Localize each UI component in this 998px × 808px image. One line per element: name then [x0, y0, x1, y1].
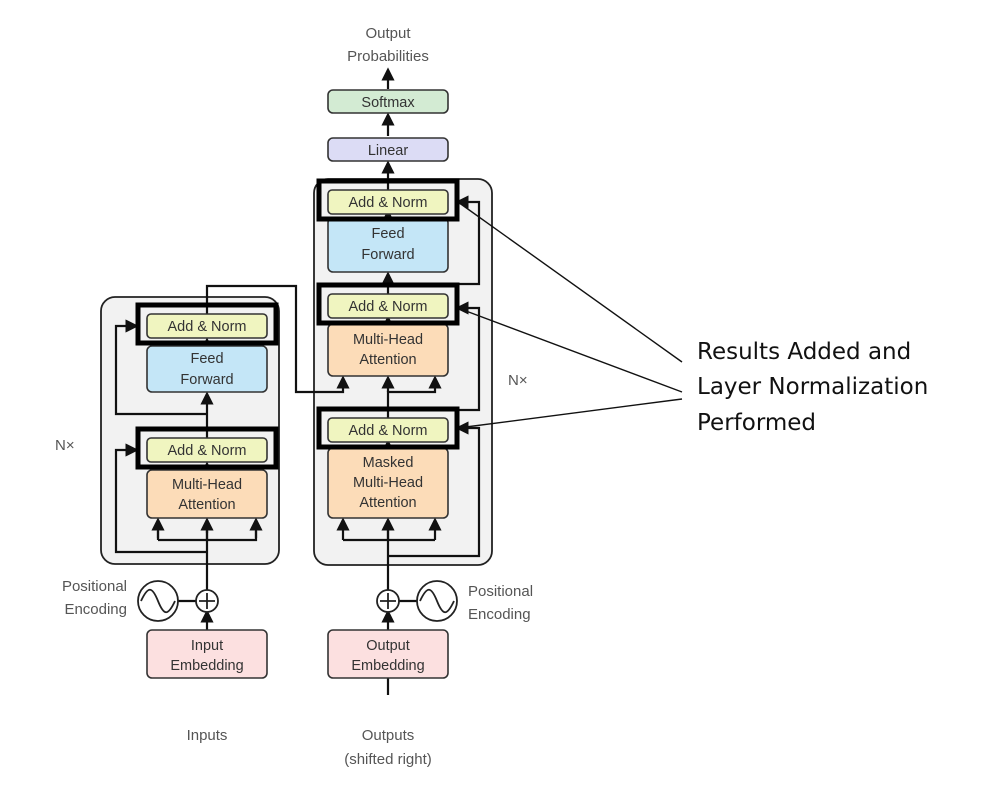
- callout-lines: [457, 201, 683, 429]
- decoder-add-norm-3-label: Add & Norm: [349, 195, 428, 211]
- decoder-output-embedding-line1: Output: [366, 638, 410, 654]
- encoder-input-embedding-line1: Input: [191, 638, 223, 654]
- encoder-add-norm-1-highlight: [135, 426, 279, 470]
- encoder-attention-line2: Attention: [178, 497, 235, 513]
- decoder-add-norm-2-highlight: [316, 282, 460, 326]
- encoder-input-embedding-line2: Embedding: [170, 658, 243, 674]
- decoder-attention-line2: Attention: [359, 352, 416, 368]
- encoder-feed-forward-box: [146, 345, 268, 393]
- decoder-attention-line1: Multi-Head: [353, 332, 423, 348]
- decoder-add-norm-2-label: Add & Norm: [349, 299, 428, 315]
- encoder-feed-forward-line2: Forward: [180, 372, 233, 388]
- softmax-box: [327, 89, 449, 114]
- decoder-repeat-label: N×: [508, 372, 528, 389]
- outputs-label-line1: Outputs: [362, 727, 415, 744]
- encoder-add-norm-2-box: [146, 313, 268, 339]
- output-probabilities-line2: Probabilities: [347, 48, 429, 65]
- decoder-masked-attention-line1: Masked: [363, 455, 414, 471]
- encoder-repeat-label: N×: [55, 437, 75, 454]
- decoder-feed-forward-line1: Feed: [371, 226, 404, 242]
- inputs-label: Inputs: [187, 727, 228, 744]
- encoder-positional-icon: [137, 580, 179, 622]
- outputs-label-line2: (shifted right): [344, 751, 432, 768]
- softmax-label: Softmax: [361, 95, 415, 111]
- encoder-add-norm-2-label: Add & Norm: [168, 319, 247, 335]
- decoder-add-icon: [376, 589, 400, 613]
- encoder-positional-line2: Encoding: [64, 601, 127, 618]
- annotation-line2: Layer Normalization: [697, 374, 928, 400]
- decoder-add-norm-1-box: [327, 417, 449, 443]
- decoder-add-norm-3-highlight: [316, 178, 460, 222]
- decoder-add-norm-1-label: Add & Norm: [349, 423, 428, 439]
- decoder-masked-attention-line3: Attention: [359, 495, 416, 511]
- decoder-positional-line1: Positional: [468, 583, 533, 600]
- encoder-attention-line1: Multi-Head: [172, 477, 242, 493]
- decoder-feed-forward-line2: Forward: [361, 247, 414, 263]
- decoder-output-embedding-line2: Embedding: [351, 658, 424, 674]
- annotation-line3: Performed: [697, 410, 816, 436]
- decoder-add-norm-2-box: [327, 293, 449, 319]
- encoder-input-embedding-box: [146, 629, 268, 679]
- decoder-masked-attention-line2: Multi-Head: [353, 475, 423, 491]
- decoder-positional-line2: Encoding: [468, 606, 531, 623]
- annotation-line1: Results Added and: [697, 339, 911, 365]
- decoder-add-norm-3-box: [327, 189, 449, 215]
- encoder-feed-forward-line1: Feed: [190, 351, 223, 367]
- encoder-positional-line1: Positional: [62, 578, 127, 595]
- linear-label: Linear: [368, 143, 408, 159]
- encoder-add-norm-1-box: [146, 437, 268, 463]
- linear-box: [327, 137, 449, 162]
- decoder-add-norm-1-highlight: [316, 406, 460, 450]
- encoder-add-icon: [195, 589, 219, 613]
- encoder-add-norm-2-highlight: [135, 302, 279, 346]
- decoder-output-embedding-box: [327, 629, 449, 679]
- encoder-add-norm-1-label: Add & Norm: [168, 443, 247, 459]
- decoder-positional-icon: [416, 580, 458, 622]
- encoder-attention-box: [146, 469, 268, 519]
- output-probabilities-line1: Output: [365, 25, 411, 42]
